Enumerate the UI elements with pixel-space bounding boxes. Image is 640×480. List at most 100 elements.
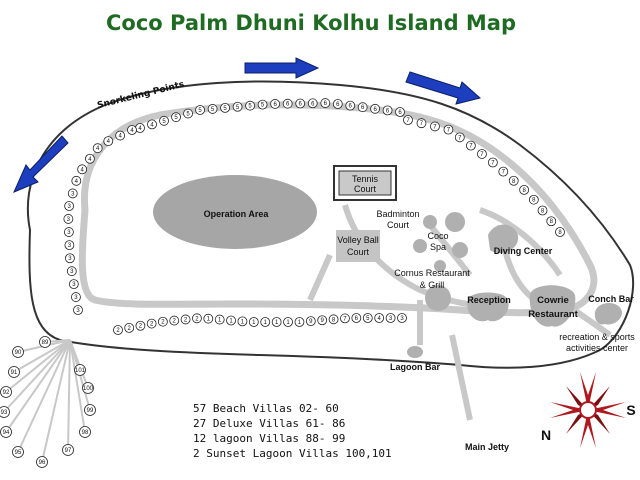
svg-text:7: 7	[469, 144, 473, 150]
villa-marker: 7	[340, 313, 350, 324]
villa-marker: 8	[546, 216, 557, 227]
reception-label: Reception	[467, 295, 511, 305]
villa-marker: 98	[79, 426, 91, 438]
svg-text:4: 4	[75, 179, 79, 185]
svg-text:3: 3	[74, 295, 78, 301]
villa-marker: 1	[248, 317, 259, 327]
villa-marker: 4	[71, 175, 82, 186]
villa-marker: 90	[12, 346, 24, 358]
main-jetty-label: Main Jetty	[465, 442, 509, 452]
villa-marker: 4	[85, 153, 95, 164]
villa-marker: 6	[345, 100, 356, 111]
villa-marker: 3	[71, 292, 81, 302]
recreation-label-1: recreation & sports	[559, 332, 635, 342]
operation-area-label: Operation Area	[204, 209, 270, 219]
svg-text:6: 6	[398, 110, 402, 116]
svg-text:8: 8	[532, 198, 536, 204]
svg-text:3: 3	[72, 282, 76, 288]
villa-marker: 6	[320, 98, 331, 108]
svg-text:1: 1	[229, 318, 233, 324]
svg-text:5: 5	[366, 316, 370, 322]
cornus-label-2: & Grill	[420, 280, 445, 290]
svg-text:2: 2	[128, 326, 132, 332]
villa-marker: 9	[317, 315, 328, 326]
villa-marker: 96	[36, 456, 48, 468]
villa-marker: 3	[65, 253, 75, 264]
svg-text:7: 7	[343, 316, 347, 322]
svg-text:3: 3	[67, 217, 71, 223]
villa-marker: 3	[67, 188, 78, 199]
map-title: Coco Palm Dhuni Kolhu Island Map	[106, 11, 516, 35]
svg-text:3: 3	[70, 269, 74, 275]
svg-text:6: 6	[373, 107, 377, 113]
villa-marker: 4	[77, 164, 88, 175]
svg-text:94: 94	[3, 430, 10, 436]
svg-text:4: 4	[130, 128, 134, 134]
villa-marker: 3	[385, 313, 396, 323]
villa-marker: 94	[0, 426, 12, 438]
conch-bar-label: Conch Bar	[588, 294, 634, 304]
svg-text:4: 4	[138, 126, 142, 132]
svg-text:1: 1	[264, 320, 268, 326]
villa-marker: 95	[12, 446, 24, 458]
villa-marker: 6	[332, 99, 343, 109]
villa-marker: 3	[66, 266, 77, 277]
villa-marker: 4	[103, 136, 114, 147]
svg-text:7: 7	[433, 124, 437, 130]
villa-marker: 2	[146, 318, 157, 329]
svg-text:3: 3	[76, 308, 80, 314]
svg-text:4: 4	[107, 139, 111, 145]
villa-marker: 6	[357, 102, 368, 113]
villa-marker: 5	[195, 105, 205, 115]
svg-text:1: 1	[298, 320, 302, 326]
compass-s: S	[626, 402, 635, 418]
villa-marker: 1	[283, 317, 293, 327]
villa-marker: 1	[203, 313, 214, 324]
villa-marker: 5	[171, 112, 181, 123]
villa-legend: 57 Beach Villas 02- 60 27 Deluxe Villas …	[193, 402, 392, 460]
villa-marker: 6	[270, 99, 281, 109]
svg-text:9: 9	[321, 318, 325, 324]
cowrie-label-1: Cowrie	[537, 295, 569, 306]
svg-text:97: 97	[65, 448, 72, 454]
svg-text:5: 5	[211, 107, 215, 113]
villa-marker: 3	[397, 313, 407, 323]
svg-text:8: 8	[332, 317, 336, 323]
villa-marker: 9	[305, 316, 316, 327]
villa-marker: 5	[220, 102, 230, 113]
svg-text:8: 8	[512, 179, 516, 185]
villa-marker: 92	[0, 386, 12, 398]
svg-text:1: 1	[241, 319, 245, 325]
svg-text:90: 90	[15, 350, 22, 356]
svg-text:6: 6	[355, 316, 359, 322]
reception-building	[467, 292, 509, 322]
svg-text:3: 3	[67, 230, 71, 236]
villa-marker: 99	[84, 404, 96, 416]
svg-text:4: 4	[150, 122, 154, 128]
svg-text:6: 6	[336, 102, 340, 108]
legend-line-2: 27 Deluxe Villas 61- 86	[193, 417, 345, 430]
cowrie-label-2: Restaurant	[528, 309, 578, 320]
villa-marker: 2	[180, 314, 191, 325]
svg-text:4: 4	[378, 316, 382, 322]
villa-marker: 7	[477, 149, 487, 159]
villa-marker: 8	[508, 175, 519, 186]
svg-text:4: 4	[88, 157, 92, 163]
villa-marker: 100	[82, 382, 94, 394]
arrow-right-icon	[244, 57, 320, 79]
villa-marker: 6	[295, 98, 306, 109]
villa-marker: 7	[454, 132, 465, 143]
svg-text:8: 8	[541, 208, 545, 214]
villa-marker: 8	[328, 314, 339, 325]
legend-line-1: 57 Beach Villas 02- 60	[193, 402, 339, 415]
svg-text:2: 2	[184, 317, 188, 323]
svg-text:93: 93	[1, 410, 8, 416]
svg-text:2: 2	[161, 320, 165, 326]
svg-text:99: 99	[87, 408, 94, 414]
svg-text:6: 6	[361, 105, 365, 111]
svg-text:5: 5	[186, 112, 190, 118]
villa-marker: 5	[207, 104, 218, 114]
villa-marker: 1	[214, 314, 225, 325]
